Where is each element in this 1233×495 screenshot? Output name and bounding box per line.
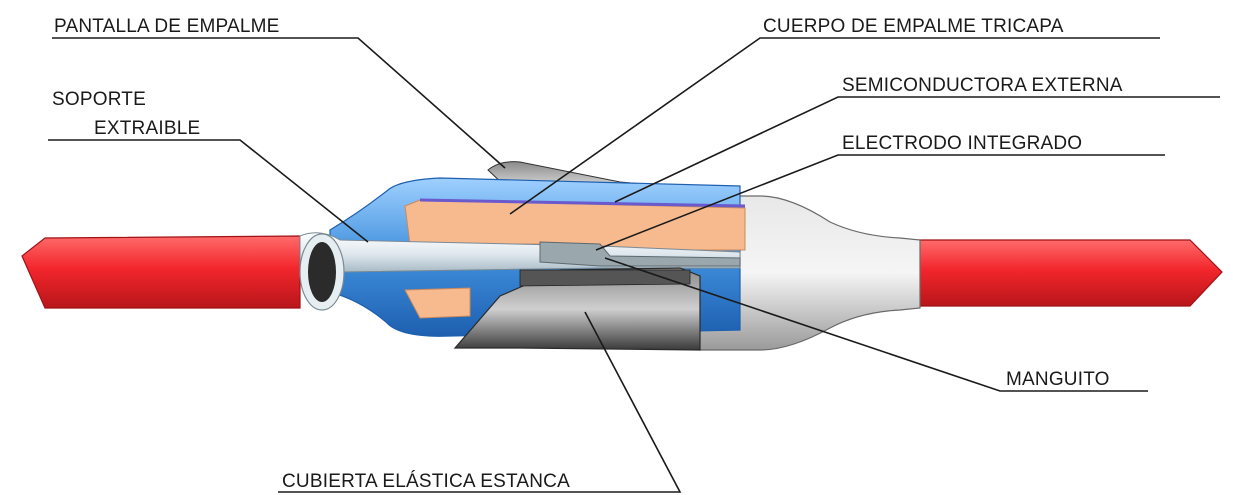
cubierta-cover [453, 267, 701, 351]
leader-cubierta [278, 311, 682, 493]
label-semiconductora: SEMICONDUCTORA EXTERNA [842, 75, 1123, 96]
right-cable [914, 239, 1223, 307]
label-electrodo: ELECTRODO INTEGRADO [842, 133, 1082, 154]
insulation-lower [404, 287, 471, 319]
leader-manguito [604, 257, 1148, 392]
manguito [539, 241, 741, 267]
leader-semiconductora [614, 96, 1220, 203]
leader-pantalla [52, 37, 506, 169]
leader-cuerpo [509, 37, 1160, 215]
label-pantalla: PANTALLA DE EMPALME [54, 16, 280, 37]
leader-electrodo [595, 154, 1165, 251]
leader-lines [48, 37, 1220, 493]
left-cable [21, 235, 301, 309]
outer-body [689, 195, 921, 351]
label-cubierta: CUBIERTA ELÁSTICA ESTANCA [282, 471, 570, 492]
label-soporte-line1: SOPORTE [52, 89, 146, 110]
label-cuerpo: CUERPO DE EMPALME TRICAPA [763, 16, 1064, 37]
label-manguito: MANGUITO [1006, 369, 1110, 390]
label-soporte-line2: EXTRAIBLE [94, 118, 200, 139]
leader-soporte [48, 139, 369, 243]
